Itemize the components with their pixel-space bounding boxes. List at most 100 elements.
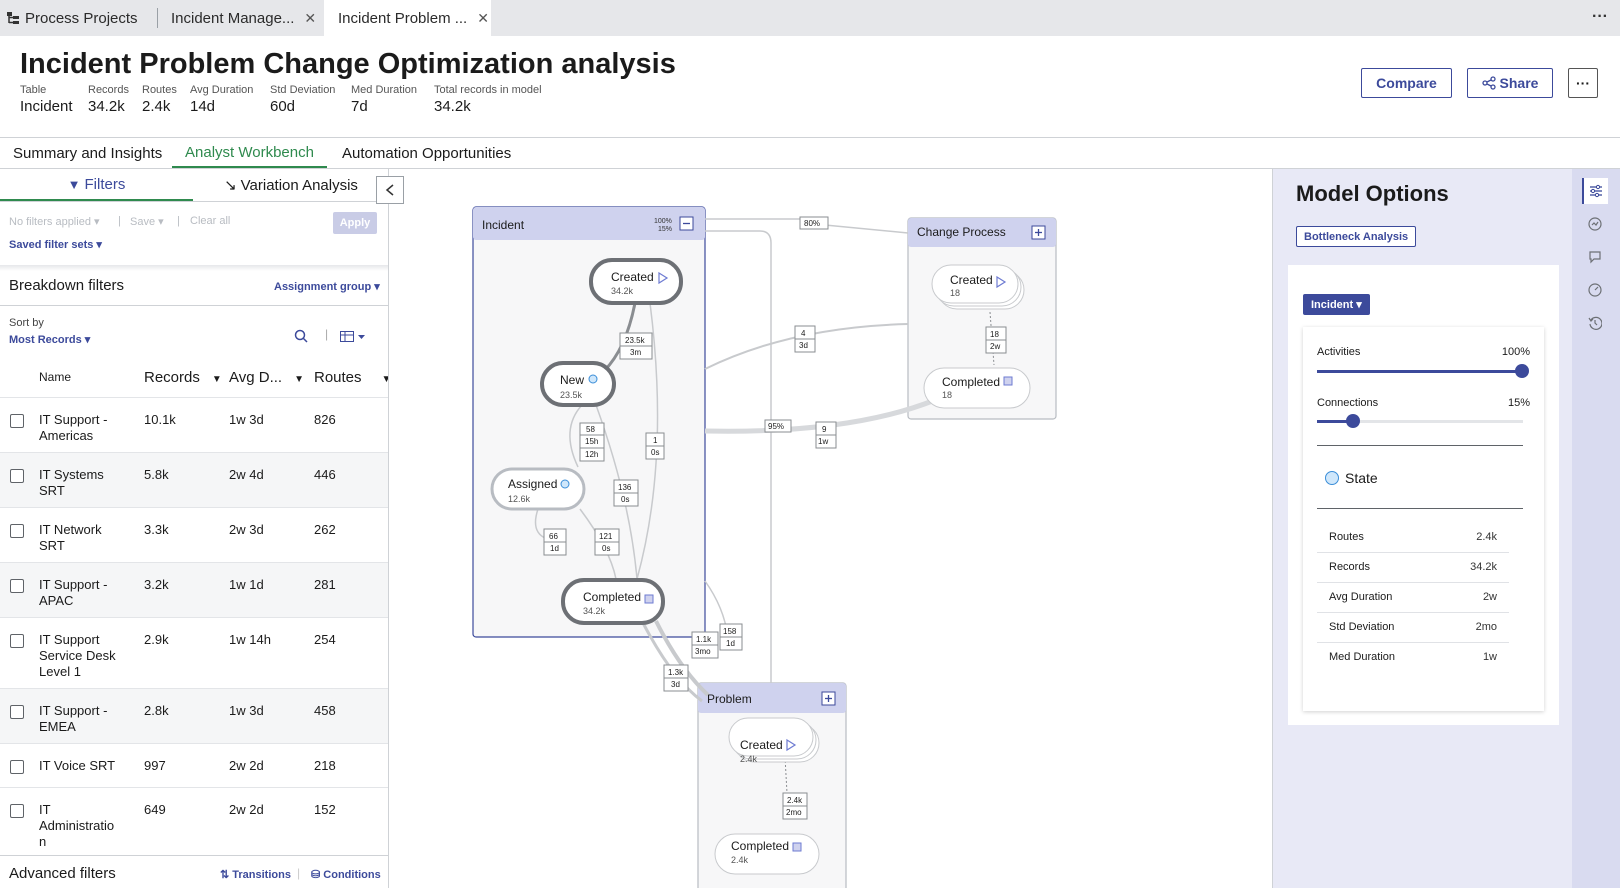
table-row[interactable]: IT Systems SRT 5.8k 2w 4d 446 xyxy=(0,452,388,507)
more-options-button[interactable]: ··· xyxy=(1568,68,1598,98)
share-button[interactable]: Share xyxy=(1467,68,1553,98)
row-routes: 826 xyxy=(314,412,336,427)
row-checkbox[interactable] xyxy=(10,634,24,648)
table-row[interactable]: IT Support - EMEA 2.8k 1w 3d 458 xyxy=(0,688,388,743)
row-checkbox[interactable] xyxy=(10,469,24,483)
comment-icon[interactable] xyxy=(1582,244,1608,270)
table-row[interactable]: IT Support - APAC 3.2k 1w 1d 281 xyxy=(0,562,388,617)
tab-automation-opportunities[interactable]: Automation Opportunities xyxy=(329,138,524,168)
tab-analyst-workbench[interactable]: Analyst Workbench xyxy=(172,138,327,168)
edge-label[interactable]: 10s xyxy=(645,432,665,460)
filters-status[interactable]: No filters applied ▾ xyxy=(9,216,100,228)
row-checkbox[interactable] xyxy=(10,705,24,719)
edge[interactable] xyxy=(824,224,909,234)
edge[interactable] xyxy=(654,620,710,697)
table-view-icon[interactable] xyxy=(340,330,368,348)
collapse-lane-icon[interactable] xyxy=(679,216,694,231)
row-checkbox[interactable] xyxy=(10,760,24,774)
process-map[interactable]: Incident 100% 15% Change Process Problem xyxy=(390,169,1271,888)
node-change-created[interactable]: Created 18 xyxy=(931,264,1025,310)
table-row[interactable]: IT Voice SRT 997 2w 2d 218 xyxy=(0,743,388,787)
node-incident-new[interactable]: New 23.5k xyxy=(540,361,616,407)
column-header-avg-duration[interactable]: Avg D...▼ xyxy=(229,369,304,386)
row-checkbox[interactable] xyxy=(10,524,24,538)
conditions-link[interactable]: ⛁ Conditions xyxy=(311,868,381,881)
compare-button[interactable]: Compare xyxy=(1361,68,1452,98)
node-incident-completed[interactable]: Completed 34.2k xyxy=(561,578,665,625)
activities-slider-handle[interactable] xyxy=(1515,364,1529,378)
state-label[interactable]: State xyxy=(1345,470,1378,486)
edge-label-text: 15h xyxy=(585,437,598,446)
tab-incident-management[interactable]: Incident Manage... ✕ xyxy=(171,0,316,36)
table-dropdown[interactable]: Incident ▾ xyxy=(1303,294,1370,315)
edge-label[interactable]: 43d xyxy=(794,325,816,353)
connections-slider-track[interactable] xyxy=(1317,420,1523,423)
edge-label[interactable]: 91w xyxy=(815,421,837,449)
node-change-completed[interactable]: Completed 18 xyxy=(923,367,1031,409)
column-header-records[interactable]: Records▼ xyxy=(144,369,222,386)
edge[interactable] xyxy=(569,404,583,468)
clear-all-label: Clear all xyxy=(190,215,231,227)
edge-label[interactable]: 80% xyxy=(799,216,829,230)
insights-icon[interactable] xyxy=(1582,211,1608,237)
column-header-routes[interactable]: Routes▼ xyxy=(314,369,388,386)
edge[interactable] xyxy=(705,230,772,683)
node-problem-created[interactable]: Created 2.4k xyxy=(728,717,820,764)
node-incident-created[interactable]: Created 34.2k xyxy=(589,258,683,305)
edge-label[interactable]: 95% xyxy=(764,419,792,433)
tab-variation-analysis[interactable]: ↘ Variation Analysis xyxy=(193,169,388,201)
meta-label: Records xyxy=(88,84,129,96)
table-row[interactable]: IT Administratio n 649 2w 2d 152 xyxy=(0,787,388,857)
apply-button[interactable]: Apply xyxy=(333,212,377,234)
row-checkbox[interactable] xyxy=(10,804,24,818)
table-row[interactable]: IT Support - Americas 10.1k 1w 3d 826 xyxy=(0,397,388,452)
connections-slider-handle[interactable] xyxy=(1346,414,1360,428)
tab-filters[interactable]: ▼ Filters xyxy=(0,169,193,201)
saved-filter-sets-dropdown[interactable]: Saved filter sets ▾ xyxy=(9,239,102,251)
tab-process-projects[interactable]: Process Projects xyxy=(6,0,138,36)
assignment-group-dropdown[interactable]: Assignment group ▾ xyxy=(274,281,380,293)
tab-summary-insights[interactable]: Summary and Insights xyxy=(0,138,175,168)
collapse-panel-button[interactable] xyxy=(376,176,404,204)
activities-slider-track[interactable] xyxy=(1317,370,1523,373)
saved-filter-sets-label: Saved filter sets xyxy=(9,239,94,251)
tab-incident-problem[interactable]: Incident Problem ... ✕ xyxy=(324,0,491,36)
table-row[interactable]: IT Support Service Desk Level 1 2.9k 1w … xyxy=(0,617,388,688)
edge[interactable] xyxy=(989,311,995,366)
stat-value: 1w xyxy=(1482,651,1497,663)
process-map-canvas[interactable]: Incident 100% 15% Change Process Problem xyxy=(390,169,1271,888)
bottleneck-analysis-button[interactable]: Bottleneck Analysis xyxy=(1296,226,1417,247)
close-icon[interactable]: ✕ xyxy=(304,9,317,26)
close-icon[interactable]: ✕ xyxy=(477,9,489,26)
search-icon[interactable] xyxy=(294,329,308,348)
clear-all-link[interactable]: Clear all xyxy=(190,215,230,227)
row-checkbox[interactable] xyxy=(10,579,24,593)
transitions-link[interactable]: ⇅ Transitions xyxy=(220,868,291,881)
settings-sliders-icon[interactable] xyxy=(1582,178,1608,204)
gauge-icon[interactable] xyxy=(1582,277,1608,303)
lane-incident[interactable]: Incident 100% 15% xyxy=(472,206,706,638)
save-dropdown[interactable]: Save ▾ xyxy=(130,216,164,228)
table-row[interactable]: IT Network SRT 3.3k 2w 3d 262 xyxy=(0,507,388,562)
history-icon[interactable] xyxy=(1582,310,1608,336)
model-options-panel: Model Options Bottleneck Analysis Incide… xyxy=(1272,169,1572,888)
expand-lane-icon[interactable] xyxy=(821,691,836,706)
node-incident-assigned[interactable]: Assigned 12.6k xyxy=(490,467,586,511)
node-problem-completed[interactable]: Completed 2.4k xyxy=(714,833,820,875)
expand-lane-icon[interactable] xyxy=(1031,225,1046,240)
more-icon[interactable]: ··· xyxy=(1592,8,1608,25)
sort-by-dropdown[interactable]: Most Records ▾ xyxy=(9,334,91,346)
row-checkbox[interactable] xyxy=(10,414,24,428)
